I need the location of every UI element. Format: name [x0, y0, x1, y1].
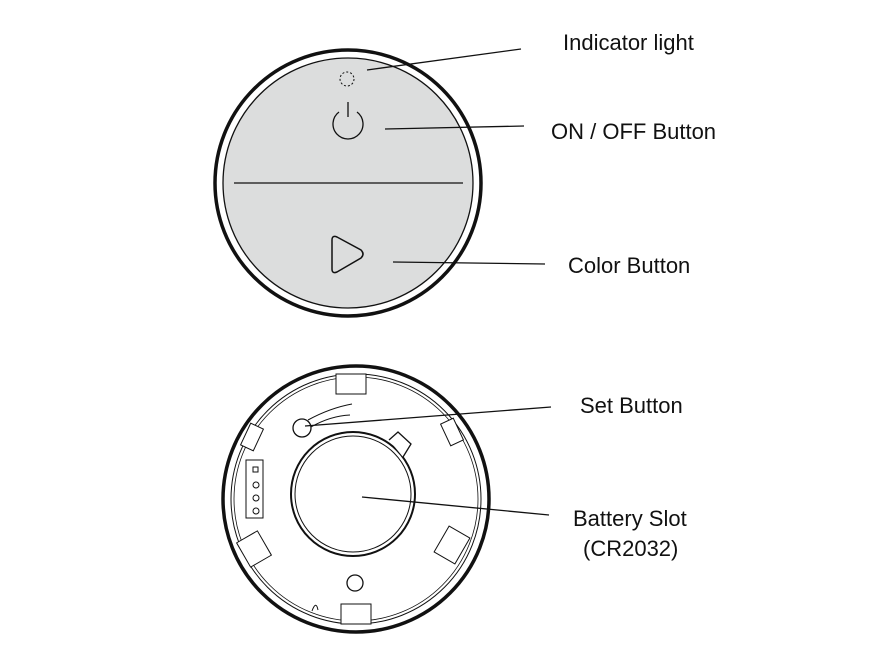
label-set-button: Set Button — [580, 393, 683, 418]
label-battery-slot: Battery Slot — [573, 506, 687, 531]
contact-pin — [252, 481, 260, 489]
label-color-button: Color Button — [568, 253, 690, 278]
clip-left-lower — [235, 530, 273, 568]
contact-strip — [245, 459, 264, 519]
leader-on-off — [384, 125, 525, 130]
clip-bottom — [340, 603, 372, 625]
set-button[interactable] — [292, 418, 312, 438]
indicator-light-icon — [339, 71, 355, 87]
set-button-spring — [307, 403, 353, 421]
clip-right-lower — [433, 525, 471, 565]
play-color-icon[interactable] — [331, 235, 364, 274]
battery-slot-inner — [294, 435, 412, 553]
contact-pin — [252, 494, 260, 502]
clip-top — [335, 373, 367, 395]
label-indicator-light: Indicator light — [563, 30, 694, 55]
leader-battery — [361, 496, 550, 516]
contact-pin — [252, 507, 260, 515]
remote-back-view — [221, 364, 491, 634]
label-on-off-button: ON / OFF Button — [551, 119, 716, 144]
contact-pin — [252, 466, 259, 473]
clip-left-upper — [239, 422, 265, 452]
alignment-notch — [311, 604, 319, 612]
remote-front-view — [213, 48, 483, 318]
leader-color — [392, 261, 546, 265]
screw-hole — [346, 574, 364, 592]
label-battery-type: (CR2032) — [583, 536, 678, 561]
clip-right-upper — [439, 417, 465, 447]
power-icon[interactable] — [332, 102, 364, 140]
leader-set — [304, 406, 552, 427]
battery-latch — [388, 431, 412, 458]
leader-indicator-light — [366, 48, 522, 71]
battery-slot — [290, 431, 416, 557]
